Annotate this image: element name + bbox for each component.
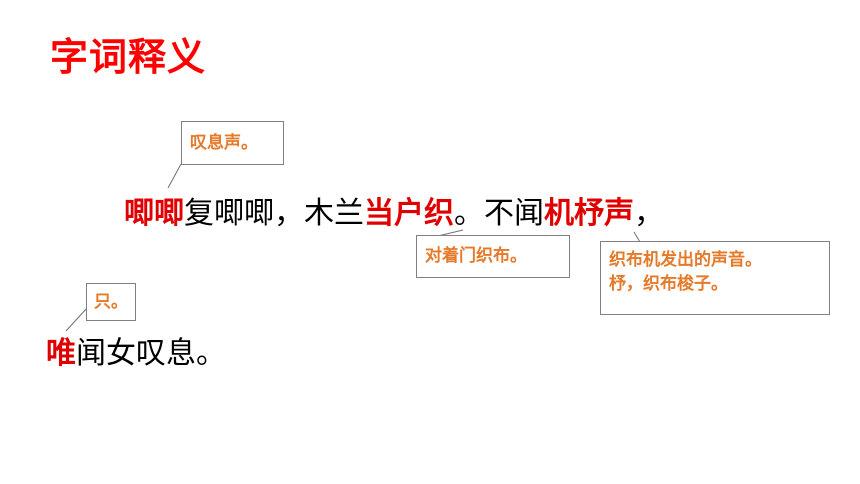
highlight-danghuzhi: 当户织 <box>364 196 454 231</box>
poem-line-2: 唯闻女叹息。 <box>46 334 226 374</box>
page-title: 字词释义 <box>50 35 207 79</box>
note-text: 只。 <box>94 292 128 312</box>
highlight-jizhusheng: 机杼声 <box>544 196 634 231</box>
poem-text: 闻女叹息。 <box>76 336 226 371</box>
note-loom: 织布机发出的声音。 杼，织布梭子。 <box>600 241 830 315</box>
note-text: 杼，织布梭子。 <box>609 274 728 294</box>
note-door: 对着门织布。 <box>416 235 570 278</box>
highlight-jiji: 唧唧 <box>124 196 184 231</box>
note-sigh: 叹息声。 <box>181 121 284 165</box>
leader-sigh <box>167 163 182 189</box>
note-only: 只。 <box>86 283 136 321</box>
poem-text: 复唧唧，木兰 <box>184 196 364 231</box>
highlight-wei: 唯 <box>46 336 76 371</box>
leader-only <box>65 307 88 332</box>
poem-text: ， <box>634 196 664 231</box>
note-text: 对着门织布。 <box>425 246 527 266</box>
note-text: 叹息声。 <box>190 133 258 153</box>
poem-text: 。不闻 <box>454 196 544 231</box>
note-text: 织布机发出的声音。 <box>609 250 762 270</box>
poem-line-1: 唧唧复唧唧，木兰当户织。不闻机杼声， <box>124 194 664 234</box>
